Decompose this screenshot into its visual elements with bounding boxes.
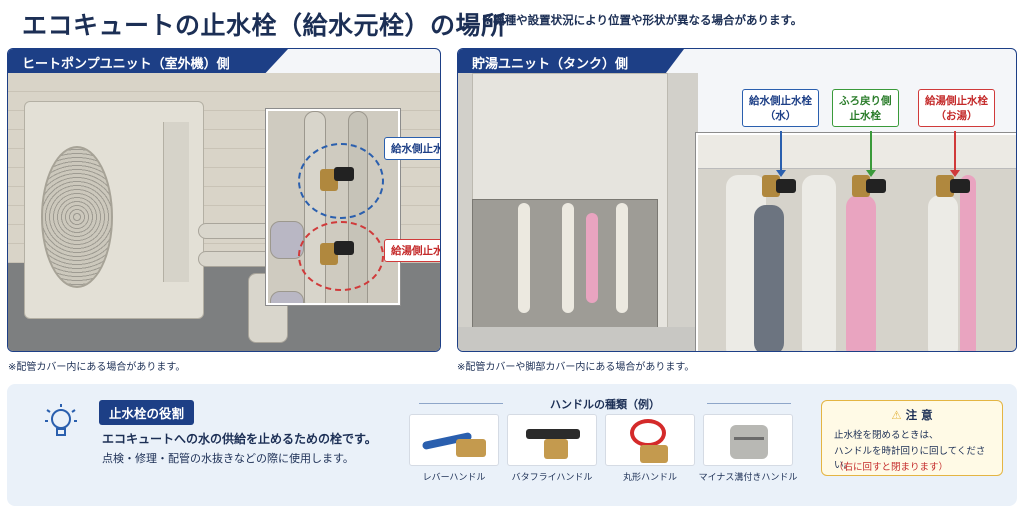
handle-types-title: ハンドルの種類（例）	[409, 396, 801, 412]
caution-line-3: （右に回すと閉まります）	[834, 462, 949, 473]
hot-valve-handle	[950, 179, 970, 193]
tank-tab: 貯湯ユニット（タンク）側	[458, 49, 684, 73]
fan-icon	[41, 146, 113, 288]
tank-photo: 給水側止水栓 （水） ふろ戻り側 止水栓 給湯側止水栓 （お湯）	[458, 73, 1016, 351]
supply-valve-callout: 給水側止水栓	[384, 137, 440, 160]
tank-hot-callout: 給湯側止水栓 （お湯）	[918, 89, 995, 127]
supply-valve-handle	[776, 179, 796, 193]
caution-box: ⚠ 注 意 止水栓を閉めるときは、 ハンドルを時計回りに回してください。 （右に…	[821, 400, 1003, 476]
floor	[458, 327, 698, 351]
slotted-handle-label: マイナス溝付きハンドル	[698, 473, 798, 483]
supply-arrow-icon	[776, 131, 786, 177]
supply-valve-body	[762, 175, 780, 197]
role-description: エコキュートへの水の供給を止めるための栓です。	[102, 432, 377, 446]
lever-handle-label: レバーハンドル	[422, 473, 486, 483]
pink-pipe	[846, 195, 876, 351]
butterfly-handle-label: バタフライハンドル	[511, 473, 593, 483]
round-handle-image	[605, 414, 695, 466]
header-note: ※機種や設置状況により位置や形状が異なる場合があります。	[482, 13, 803, 27]
hot-arrow-icon	[950, 131, 960, 177]
tank-zoom	[696, 133, 1016, 351]
tank-panel: 貯湯ユニット（タンク）側 給水側止水栓 （水）	[457, 48, 1017, 352]
insulated-pipe	[754, 205, 784, 351]
bath-valve-body	[852, 175, 870, 197]
heat-pump-zoom	[266, 109, 400, 305]
caution-title: ⚠ 注 意	[891, 408, 933, 422]
heat-pump-tab: ヒートポンプユニット（室外機）側	[8, 49, 288, 73]
lever-handle-image	[409, 414, 499, 466]
role-usage: 点検・修理・配管の水抜きなどの際に使用します。	[102, 452, 354, 465]
role-badge: 止水栓の役割	[99, 400, 195, 425]
caution-line-1: 止水栓を閉めるときは、	[834, 430, 939, 441]
heat-pump-panel: ヒートポンプユニット（室外機）側 給水側止水栓 給湯側止水栓	[7, 48, 441, 352]
slotted-handle-image	[703, 414, 793, 466]
heat-pump-photo: 給水側止水栓 給湯側止水栓	[8, 73, 440, 351]
hot-highlight-ring	[298, 221, 384, 291]
tank-supply-callout: 給水側止水栓 （水）	[742, 89, 819, 127]
bath-arrow-icon	[866, 131, 876, 177]
heat-pump-footnote: ※配管カバー内にある場合があります。	[8, 362, 186, 373]
tank-bath-callout: ふろ戻り側 止水栓	[832, 89, 899, 127]
round-handle-label: 丸形ハンドル	[622, 473, 677, 483]
butterfly-handle-image	[507, 414, 597, 466]
page-title: エコキュートの止水栓（給水元栓）の場所	[22, 11, 507, 40]
outdoor-unit	[24, 101, 204, 319]
tank-footnote: ※配管カバーや脚部カバー内にある場合があります。	[457, 362, 695, 373]
caution-line-2: ハンドルを時計回りに回してください。	[834, 446, 986, 471]
warning-icon: ⚠	[891, 408, 902, 422]
hot-valve-callout: 給湯側止水栓	[384, 239, 440, 262]
bath-valve-handle	[866, 179, 886, 193]
supply-highlight-ring	[298, 143, 384, 219]
info-strip: 止水栓の役割 エコキュートへの水の供給を止めるための栓です。 点検・修理・配管の…	[7, 384, 1017, 506]
lightbulb-icon	[45, 404, 77, 436]
hot-valve-body	[936, 175, 954, 197]
